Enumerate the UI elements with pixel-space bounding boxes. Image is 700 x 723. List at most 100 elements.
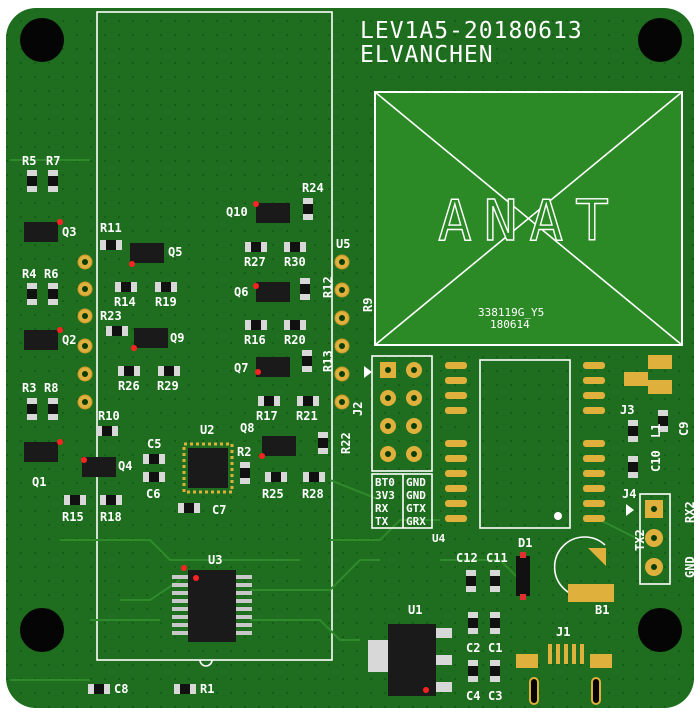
label-r10: R10: [98, 409, 120, 423]
q8-body: [262, 436, 296, 456]
u4-module: U4: [432, 359, 605, 545]
label-r9: R9: [361, 298, 375, 312]
module-outline: [96, 11, 333, 661]
label-r12: R12: [321, 276, 335, 298]
label-r15: R15: [62, 510, 84, 524]
mounting-hole-bl: [20, 608, 64, 652]
label-r1: R1: [200, 682, 214, 696]
hdr-tx: TX: [375, 515, 389, 528]
label-q6: Q6: [234, 285, 248, 299]
label-r11: R11: [100, 221, 122, 235]
board-title-line2: ELVANCHEN: [360, 42, 494, 68]
label-r22: R22: [339, 432, 353, 454]
label-c5: C5: [147, 437, 161, 451]
label-r13: R13: [321, 350, 335, 372]
mounting-hole-tr: [638, 18, 682, 62]
label-r16: R16: [244, 333, 266, 347]
u2-chip: [188, 448, 228, 488]
mounting-hole-tl: [20, 18, 64, 62]
label-r26: R26: [118, 379, 140, 393]
label-r29: R29: [157, 379, 179, 393]
label-r25: R25: [262, 487, 284, 501]
hdr-rx: RX: [375, 502, 389, 515]
label-q10: Q10: [226, 205, 248, 219]
label-r20: R20: [284, 333, 306, 347]
rf-section: J3 L1 C9 C10: [620, 355, 691, 478]
power-section: C12 C11 D1 B1: [456, 536, 614, 617]
label-r8: R8: [44, 381, 58, 395]
label-gnd: GND: [683, 556, 697, 578]
label-r17: R17: [256, 409, 278, 423]
label-r23: R23: [100, 309, 122, 323]
label-r30: R30: [284, 255, 306, 269]
label-c4: C4: [466, 689, 480, 703]
middle-right: R24 Q10 R27 R30 Q6 R12 R16 R20 Q7 R13 R1…: [226, 181, 375, 501]
label-r14: R14: [114, 295, 136, 309]
q2-body: [24, 330, 58, 350]
label-c3: C3: [488, 689, 502, 703]
label-l1: L1: [649, 424, 663, 438]
u1-regulator: U1 C2 C1 C4 C3: [368, 603, 502, 703]
u3-chip: U3: [172, 553, 252, 642]
label-c10: C10: [649, 450, 663, 472]
board-title-line1: LEV1A5-20180613: [360, 18, 583, 44]
label-q9: Q9: [170, 331, 184, 345]
mounting-hole-br: [638, 608, 682, 652]
label-r28: R28: [302, 487, 324, 501]
label-d1: D1: [518, 536, 532, 550]
j4-header: J4 TX2 RX2 GND: [622, 487, 697, 585]
label-q3: Q3: [62, 225, 76, 239]
label-c2: C2: [466, 641, 480, 655]
j1-usb: J1: [516, 625, 612, 705]
label-c1: C1: [488, 641, 502, 655]
label-q7: Q7: [234, 361, 248, 375]
label-q8: Q8: [240, 421, 254, 435]
label-r5: R5: [22, 154, 36, 168]
hdr-bt0: BT0: [375, 476, 395, 489]
label-r3: R3: [22, 381, 36, 395]
antenna-label: ANAT: [438, 189, 621, 254]
label-r19: R19: [155, 295, 177, 309]
label-q5: Q5: [168, 245, 182, 259]
hdr-grx: GRX: [406, 515, 426, 528]
label-j2: J2: [351, 402, 365, 416]
label-q2: Q2: [62, 333, 76, 347]
hdr-gtx: GTX: [406, 502, 426, 515]
label-u5: U5: [336, 237, 350, 251]
q10-body: [256, 203, 290, 223]
label-j1: J1: [556, 625, 570, 639]
q3-body: [24, 222, 58, 242]
label-r24: R24: [302, 181, 324, 195]
label-u2: U2: [200, 423, 214, 437]
label-r6: R6: [44, 267, 58, 281]
middle-left: R11 Q5 R14 R19 R23 Q9 R26 R29 R10 Q4 R15…: [62, 221, 234, 524]
label-c12: C12: [456, 551, 478, 565]
q6-body: [256, 282, 290, 302]
label-r21: R21: [296, 409, 318, 423]
label-q4: Q4: [118, 459, 132, 473]
q4-body: [82, 457, 116, 477]
label-c9: C9: [677, 422, 691, 436]
hdr-gnd2: GND: [406, 489, 426, 502]
label-c8: C8: [114, 682, 128, 696]
antenna-sub1: 338119G_Y5: [478, 306, 544, 319]
q9-body: [134, 328, 168, 348]
antenna-sub2: 180614: [490, 318, 530, 331]
left-column: R5 R7 Q3 R4 R6 Q2 R3 R8 Q1: [22, 154, 93, 489]
label-c6: C6: [146, 487, 160, 501]
label-rx2: RX2: [683, 501, 697, 523]
label-b1: B1: [595, 603, 609, 617]
bottom-row: C8 R1: [88, 682, 214, 696]
label-c11: C11: [486, 551, 508, 565]
boot-header: BT0 3V3 RX TX GND GND GTX GRX: [364, 355, 433, 529]
label-j4: J4: [622, 487, 636, 501]
hdr-gnd1: GND: [406, 476, 426, 489]
label-r2: R2: [237, 445, 251, 459]
q5-body: [130, 243, 164, 263]
hdr-3v3: 3V3: [375, 489, 395, 502]
q7-body: [256, 357, 290, 377]
label-r27: R27: [244, 255, 266, 269]
label-c7: C7: [212, 503, 226, 517]
